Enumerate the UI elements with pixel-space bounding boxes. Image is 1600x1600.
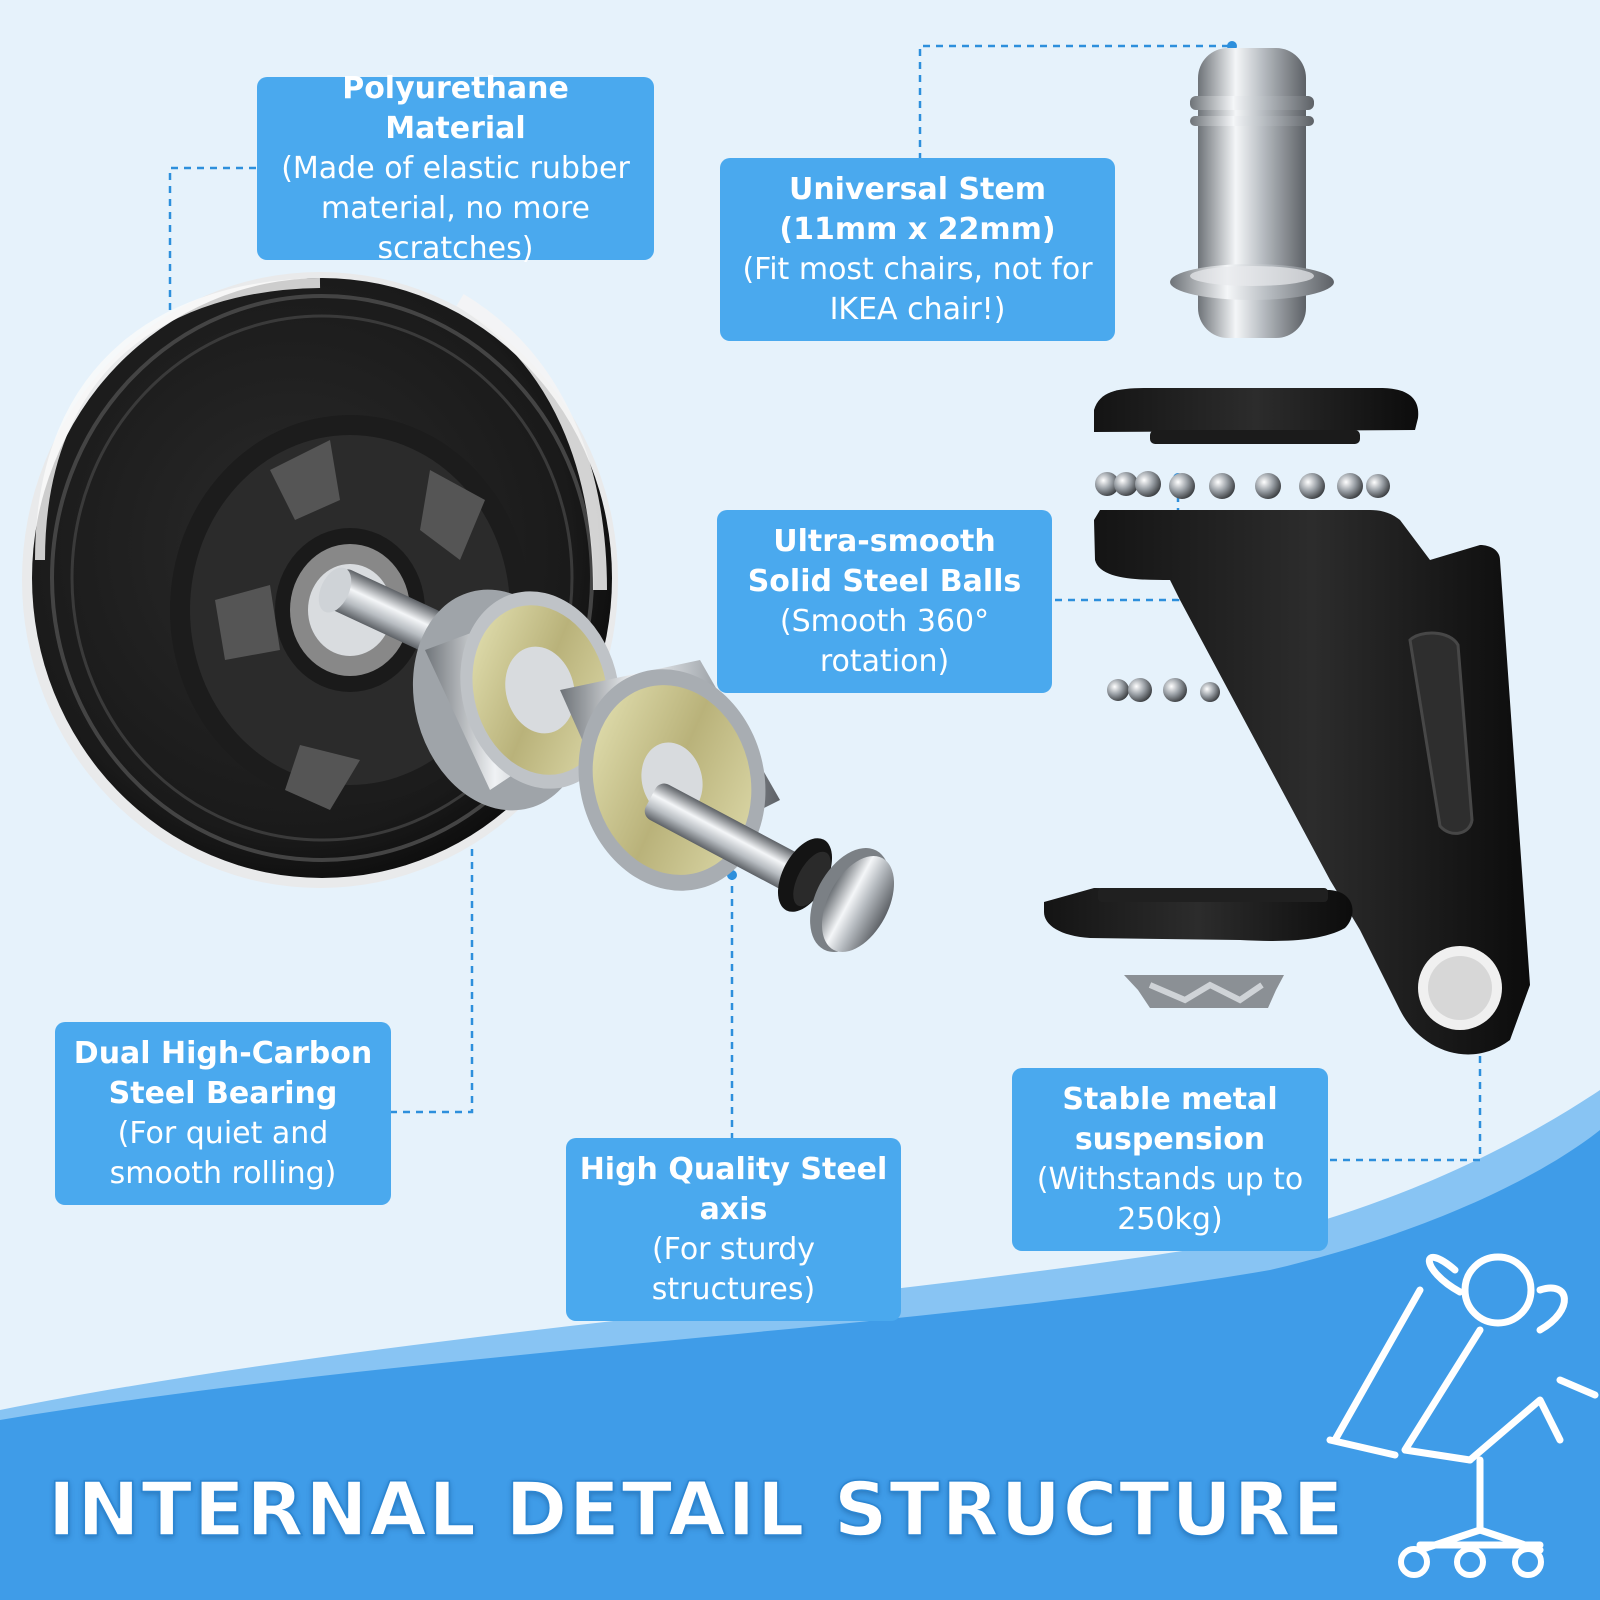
steel-balls-title: Ultra-smooth Solid Steel Balls bbox=[747, 523, 1022, 599]
bearing-title: Dual High-Carbon Steel Bearing bbox=[73, 1035, 373, 1111]
top-plate-illustration bbox=[1094, 388, 1419, 444]
stem-illustration bbox=[1170, 48, 1334, 338]
leader-polyurethane bbox=[168, 166, 256, 330]
steel-balls-illustration bbox=[1095, 471, 1390, 702]
steel-balls-label: Ultra-smooth Solid Steel Balls (Smooth 3… bbox=[717, 510, 1052, 693]
stem-title: Universal Stem (11mm x 22mm) bbox=[779, 171, 1056, 247]
axis-description: (For sturdy structures) bbox=[651, 1231, 816, 1307]
axle-bearing-illustration bbox=[318, 567, 895, 953]
polyurethane-label: Polyurethane Material (Made of elastic r… bbox=[257, 71, 654, 266]
leader-bearing bbox=[390, 790, 474, 1114]
stem-label: Universal Stem (11mm x 22mm) (Fit most c… bbox=[720, 158, 1115, 341]
suspension-bracket-illustration bbox=[1094, 510, 1530, 1055]
bottom-plate-illustration bbox=[1044, 888, 1353, 1008]
axis-title: High Quality Steel axis bbox=[579, 1151, 888, 1227]
axis-label: High Quality Steel axis (For sturdy stru… bbox=[566, 1138, 901, 1321]
bearing-description: (For quiet and smooth rolling) bbox=[109, 1115, 337, 1191]
suspension-description: (Withstands up to 250kg) bbox=[1036, 1161, 1304, 1237]
leader-balls bbox=[1055, 480, 1180, 602]
polyurethane-title: Polyurethane Material bbox=[342, 70, 569, 146]
wave-background bbox=[0, 1090, 1600, 1600]
banner-title: INTERNAL DETAIL STRUCTURE bbox=[47, 1466, 1346, 1554]
leader-stem bbox=[918, 44, 1232, 160]
suspension-label: Stable metal suspension (Withstands up t… bbox=[1012, 1068, 1328, 1251]
bearing-label: Dual High-Carbon Steel Bearing (For quie… bbox=[55, 1022, 391, 1205]
office-chair-recline-icon bbox=[1326, 1253, 1599, 1554]
suspension-title: Stable metal suspension bbox=[1062, 1081, 1278, 1157]
polyurethane-description: (Made of elastic rubber material, no mor… bbox=[281, 150, 630, 266]
stem-description: (Fit most chairs, not for IKEA chair!) bbox=[742, 251, 1093, 327]
steel-balls-description: (Smooth 360° rotation) bbox=[779, 603, 990, 679]
